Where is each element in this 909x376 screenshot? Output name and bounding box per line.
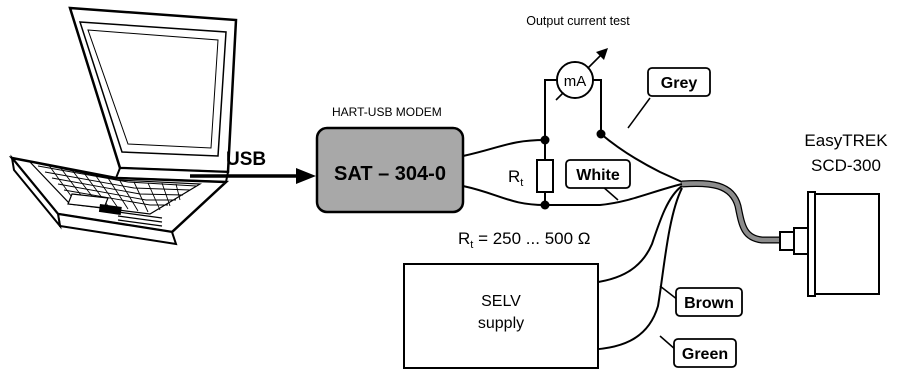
resistor xyxy=(536,159,554,193)
supply-line-1: SELV xyxy=(481,293,521,310)
milliammeter: mA xyxy=(555,48,608,101)
green-label: Green xyxy=(682,346,728,363)
brown-callout: Brown xyxy=(659,285,743,317)
easytrek-device xyxy=(779,191,880,297)
junction-dot xyxy=(540,200,550,210)
resistor-label: Rt xyxy=(508,167,523,189)
grey-callout: Grey xyxy=(627,67,711,129)
white-label: White xyxy=(576,167,620,184)
diagram-title: Output current test xyxy=(526,14,630,28)
modem-label: SAT – 304-0 xyxy=(334,163,446,185)
white-callout: White xyxy=(565,159,631,201)
sensor-cable-fill xyxy=(681,181,782,243)
selv-supply-box xyxy=(403,263,599,369)
modem-box xyxy=(315,126,465,214)
brown-label: Brown xyxy=(684,295,734,312)
grey-label: Grey xyxy=(661,75,698,92)
usb-label: USB xyxy=(226,149,266,170)
resistor-range: Rt = 250 ... 500 Ω xyxy=(458,229,591,251)
device-model: SCD-300 xyxy=(811,156,881,175)
wiring xyxy=(462,79,683,351)
device-brand: EasyTREK xyxy=(804,131,888,150)
laptop-icon xyxy=(8,6,238,246)
junction-dot xyxy=(540,135,550,145)
junction-dot xyxy=(596,129,606,139)
usb-arrow xyxy=(190,168,316,184)
supply-line-2: supply xyxy=(478,315,524,332)
green-callout: Green xyxy=(659,335,737,368)
modem-caption: HART-USB MODEM xyxy=(332,105,442,119)
meter-label: mA xyxy=(564,73,587,90)
